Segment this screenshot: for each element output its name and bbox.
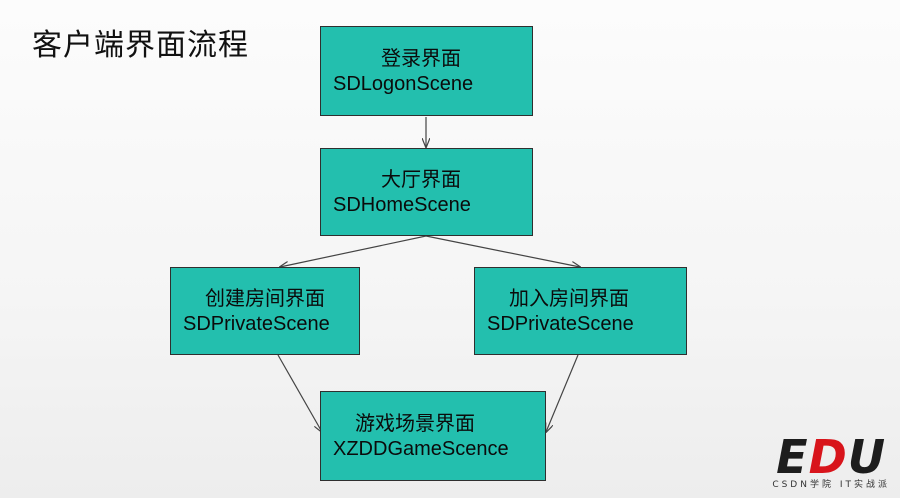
- node-label-cn: 创建房间界面: [205, 286, 325, 310]
- edge-home-join: [425, 235, 580, 267]
- node-label-en: SDLogonScene: [333, 73, 474, 95]
- edge-home-create: [280, 235, 427, 267]
- node-label-cn: 大厅界面: [381, 167, 461, 191]
- edu-logo-subtitle: CSDN学院 IT实战派: [772, 480, 890, 490]
- node-create-room-scene: 创建房间界面 SDPrivateScene: [170, 267, 360, 355]
- node-join-room-scene: 加入房间界面 SDPrivateScene: [474, 267, 687, 355]
- node-label-en: SDPrivateScene: [487, 313, 634, 335]
- node-home-scene: 大厅界面 SDHomeScene: [320, 148, 533, 236]
- slide-title: 客户端界面流程: [32, 28, 249, 63]
- node-game-scene: 游戏场景界面 XZDDGameScence: [320, 391, 546, 481]
- node-label-en: SDPrivateScene: [183, 313, 330, 335]
- edu-logo: EDU CSDN学院 IT实战派: [772, 434, 890, 490]
- node-label-en: XZDDGameScence: [333, 438, 509, 460]
- edge-create-game: [277, 354, 322, 432]
- node-label-cn: 加入房间界面: [509, 286, 629, 310]
- node-label-en: SDHomeScene: [333, 194, 471, 216]
- edu-logo-mark: EDU: [776, 430, 887, 484]
- node-label-cn: 游戏场景界面: [355, 411, 475, 435]
- node-logon-scene: 登录界面 SDLogonScene: [320, 26, 533, 116]
- node-label-cn: 登录界面: [381, 46, 461, 70]
- edge-join-game: [546, 354, 579, 432]
